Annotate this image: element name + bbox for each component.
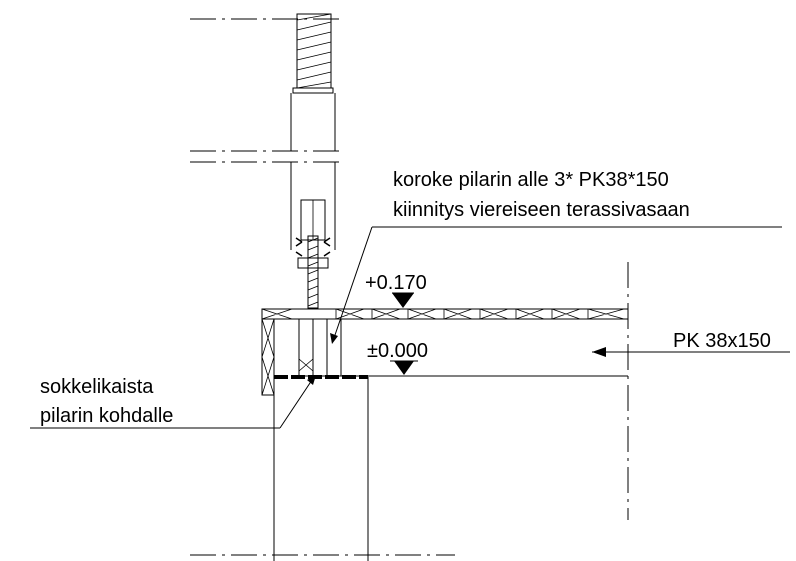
spacer-blocks (298, 318, 342, 377)
plinth-label-line2: pilarin kohdalle (40, 405, 173, 427)
spacer-label-line1: koroke pilarin alle 3* PK38*150 (393, 169, 669, 191)
post-upper (292, 13, 334, 94)
deck-boards (261, 308, 629, 320)
leader-spacer (330, 226, 782, 344)
leader-plinth (30, 375, 316, 429)
leader-joist (592, 347, 790, 357)
break-lines (190, 18, 629, 556)
level-zero-label: ±0.000 (367, 340, 428, 362)
joist-label: PK 38x150 (673, 330, 771, 352)
edge-beam (261, 318, 628, 396)
spacer-label-line2: kiinnitys viereiseen terassivasaan (393, 199, 690, 221)
plinth-label-line1: sokkelikaista (40, 376, 154, 398)
level-top-label: +0.170 (365, 272, 427, 294)
level-marker-top (392, 292, 414, 308)
level-marker-zero (390, 360, 418, 375)
foundation (273, 377, 369, 561)
post-body (290, 93, 336, 309)
